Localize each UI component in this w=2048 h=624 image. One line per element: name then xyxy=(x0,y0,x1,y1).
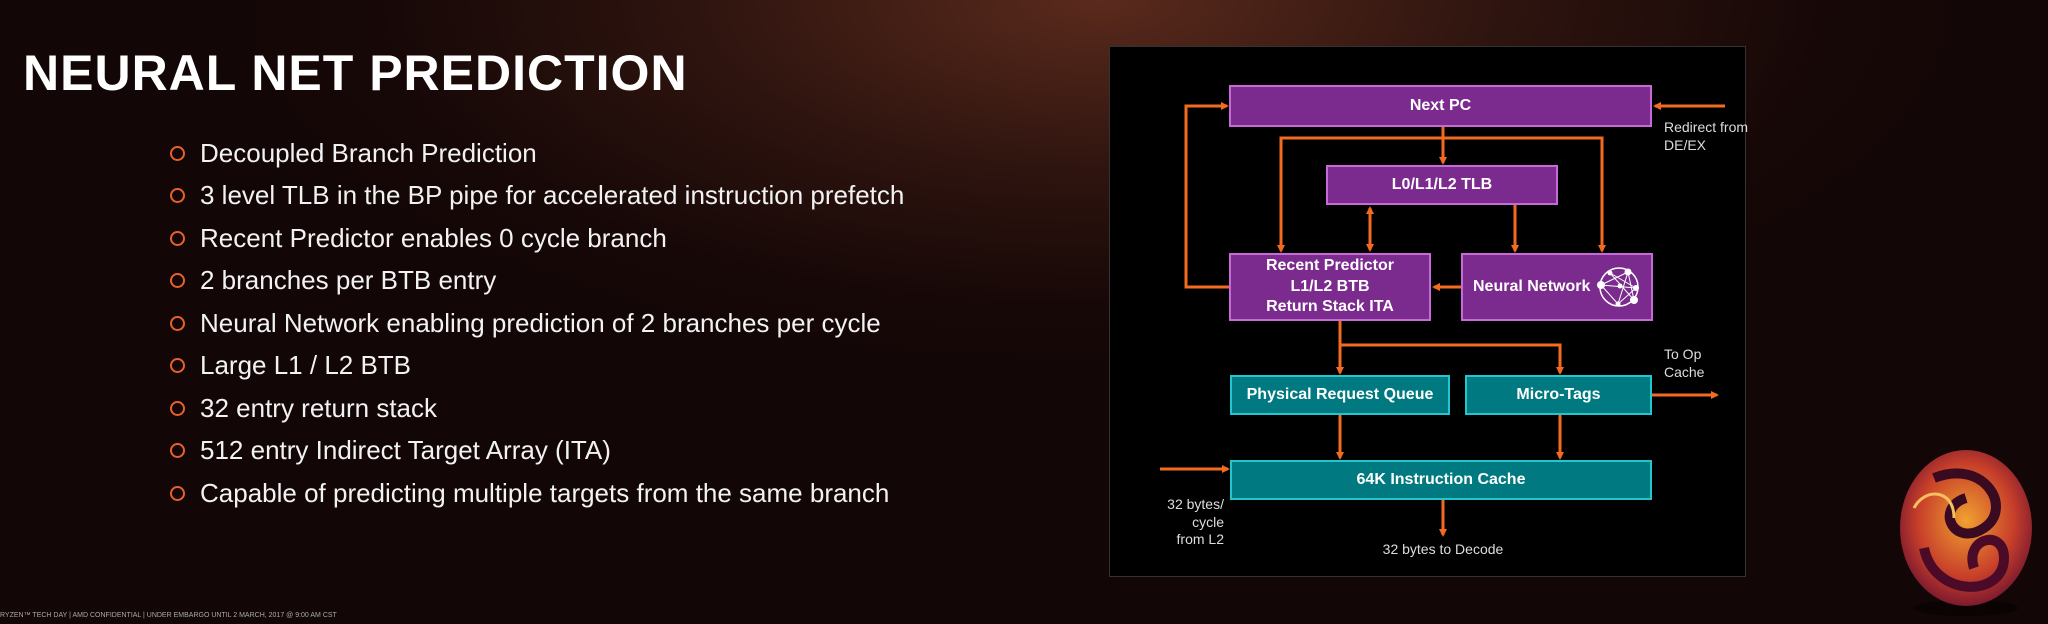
physical-request-queue-block: Physical Request Queue xyxy=(1230,375,1450,415)
label-line: cycle xyxy=(1192,513,1224,530)
bullet-text: 512 entry Indirect Target Array (ITA) xyxy=(200,435,611,466)
bullet-circle-icon xyxy=(170,358,185,374)
bullet-text: 2 branches per BTB entry xyxy=(200,265,497,296)
bullet-item: 32 entry return stack xyxy=(170,387,904,430)
bullet-item: 512 entry Indirect Target Array (ITA) xyxy=(170,430,904,473)
to-decode-label: 32 bytes to Decode xyxy=(1382,541,1504,557)
recent-predictor-block: Recent Predictor L1/L2 BTB Return Stack … xyxy=(1229,253,1431,321)
block-line: L1/L2 BTB xyxy=(1290,277,1370,295)
bullet-item: Decoupled Branch Prediction xyxy=(170,132,904,175)
label-line: To Op xyxy=(1664,346,1702,362)
next-pc-block: Next PC xyxy=(1229,85,1652,127)
label-line: 32 bytes/ xyxy=(1167,496,1224,512)
bullet-text: Capable of predicting multiple targets f… xyxy=(200,477,890,508)
bullet-text: Large L1 / L2 BTB xyxy=(200,350,412,381)
bullet-circle-icon xyxy=(170,145,185,161)
block-line: Return Stack ITA xyxy=(1266,298,1394,316)
bullet-circle-icon xyxy=(170,315,185,331)
label-line: Cache xyxy=(1664,363,1705,380)
bullet-text: Decoupled Branch Prediction xyxy=(200,137,537,168)
bullet-text: 32 entry return stack xyxy=(200,392,437,423)
bullet-circle-icon xyxy=(170,188,185,204)
instruction-cache-block: 64K Instruction Cache xyxy=(1230,460,1652,500)
tlb-block: L0/L1/L2 TLB xyxy=(1326,165,1558,205)
bullet-list: Decoupled Branch Prediction 3 level TLB … xyxy=(170,132,904,515)
from-l2-label: 32 bytes/ cycle from L2 xyxy=(1120,496,1224,549)
label-line: DE/EX xyxy=(1664,136,1707,153)
neural-network-icon xyxy=(1597,267,1640,307)
footer-confidential: RYZEN™ TECH DAY | AMD CONFIDENTIAL | UND… xyxy=(0,612,337,619)
neural-network-block: Neural Network xyxy=(1461,253,1653,321)
label-line: Redirect from xyxy=(1664,119,1749,135)
bullet-item: 2 branches per BTB entry xyxy=(170,260,904,303)
bullet-item: Large L1 / L2 BTB xyxy=(170,345,904,388)
to-op-cache-label: To Op Cache xyxy=(1664,346,1704,381)
micro-tags-block: Micro-Tags xyxy=(1465,375,1652,415)
bullet-circle-icon xyxy=(170,230,185,246)
redirect-label: Redirect from DE/EX xyxy=(1664,119,1748,154)
bullet-text: Neural Network enabling prediction of 2 … xyxy=(200,307,881,338)
bullet-item: 3 level TLB in the BP pipe for accelerat… xyxy=(170,175,904,218)
bullet-item: Recent Predictor enables 0 cycle branch xyxy=(170,217,904,260)
bullet-text: Recent Predictor enables 0 cycle branch xyxy=(200,222,667,253)
bullet-circle-icon xyxy=(170,485,185,501)
kitguru-logo-icon xyxy=(1900,450,2032,616)
slide-title: NEURAL NET PREDICTION xyxy=(23,45,688,101)
bullet-item: Capable of predicting multiple targets f… xyxy=(170,472,904,515)
block-line: Recent Predictor xyxy=(1265,256,1395,274)
bullet-circle-icon xyxy=(170,443,185,459)
bullet-item: Neural Network enabling prediction of 2 … xyxy=(170,302,904,345)
bullet-text: 3 level TLB in the BP pipe for accelerat… xyxy=(200,180,905,211)
block-label: Neural Network xyxy=(1473,277,1591,295)
bullet-circle-icon xyxy=(170,400,185,416)
label-line: from L2 xyxy=(1176,531,1224,547)
bullet-circle-icon xyxy=(170,273,185,289)
